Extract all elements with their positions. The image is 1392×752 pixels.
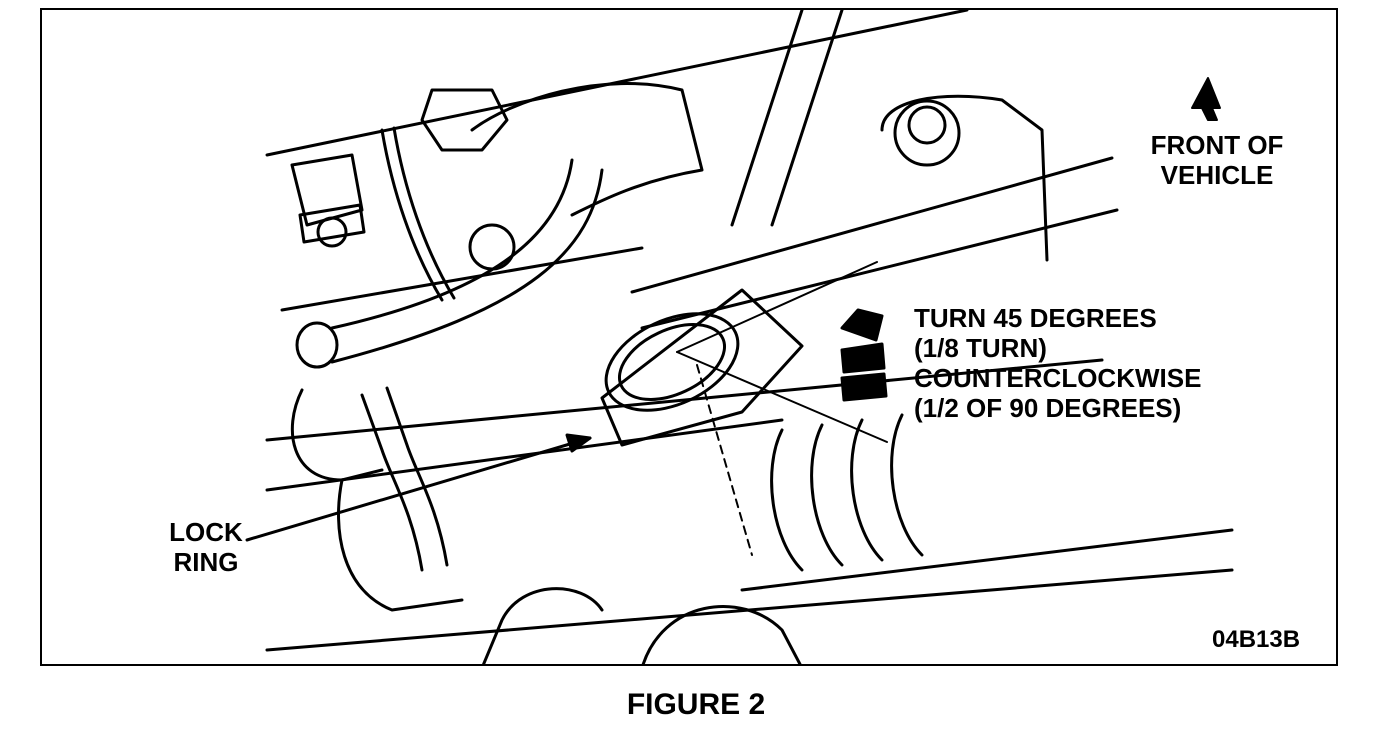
- adjuster-plug: [617, 323, 727, 401]
- bellows: [810, 423, 844, 567]
- housing-line: [265, 358, 1104, 442]
- turn-instruction-line: TURN 45 DEGREES: [914, 303, 1157, 333]
- lock-ring-line: LOCK: [169, 517, 243, 547]
- leader-arrowhead: [565, 433, 592, 453]
- mount: [880, 94, 1049, 262]
- housing-line: [740, 528, 1234, 592]
- rotation-arrow-icon: [840, 308, 888, 402]
- lock-ring-label: LOCK RING: [154, 517, 258, 577]
- turn-instruction-label: TURN 45 DEGREES (1/8 TURN) COUNTERCLOCKW…: [914, 303, 1201, 423]
- lock-ring: [604, 312, 740, 412]
- front-of-vehicle-line: FRONT OF: [1150, 130, 1284, 160]
- reference-line: [676, 351, 888, 443]
- hose: [380, 128, 444, 302]
- lower-housing: [482, 587, 604, 664]
- lock-ring-line: RING: [173, 547, 239, 577]
- figure-caption: FIGURE 2: [626, 688, 766, 721]
- pipe-nut: [298, 203, 366, 244]
- reference-line-dashed: [696, 364, 753, 556]
- front-direction-arrow-icon: [1191, 77, 1221, 121]
- curved-pipe: [330, 168, 604, 364]
- turn-instruction-line: (1/8 TURN): [914, 333, 1047, 363]
- turn-instruction-line: (1/2 OF 90 DEGREES): [914, 393, 1182, 423]
- reference-line: [676, 261, 878, 353]
- bellows: [770, 428, 804, 572]
- castle-nut: [893, 99, 961, 167]
- bolt-head: [420, 88, 509, 152]
- clamp: [385, 386, 449, 567]
- bellows: [850, 418, 884, 562]
- front-of-vehicle-label: FRONT OF VEHICLE: [1142, 130, 1292, 190]
- pipe-end: [295, 321, 339, 369]
- tie-rod: [630, 156, 1114, 294]
- fitting-port: [316, 216, 348, 248]
- front-of-vehicle-line: VEHICLE: [1160, 160, 1274, 190]
- tie-rod: [640, 208, 1119, 330]
- lock-ring-leader: [245, 436, 592, 542]
- figure-code: 04B13B: [1212, 626, 1301, 653]
- clamp: [360, 393, 424, 572]
- upper-rod: [730, 10, 844, 227]
- castle-nut: [907, 105, 947, 145]
- hose: [392, 126, 456, 300]
- steering-gear-illustration: [245, 10, 1234, 664]
- curved-pipe: [330, 158, 574, 330]
- boot: [337, 478, 464, 612]
- frame-rail-line: [280, 246, 644, 312]
- bracket: [470, 82, 704, 217]
- bellows: [890, 413, 924, 557]
- boot: [290, 388, 384, 482]
- diagram-frame: FRONT OF VEHICLE TURN 45 DEGREES (1/8 TU…: [40, 8, 1338, 666]
- adjuster-plate: [600, 288, 804, 447]
- turn-instruction-line: COUNTERCLOCKWISE: [914, 363, 1202, 393]
- lower-housing: [641, 605, 802, 664]
- fitting-port: [468, 223, 516, 271]
